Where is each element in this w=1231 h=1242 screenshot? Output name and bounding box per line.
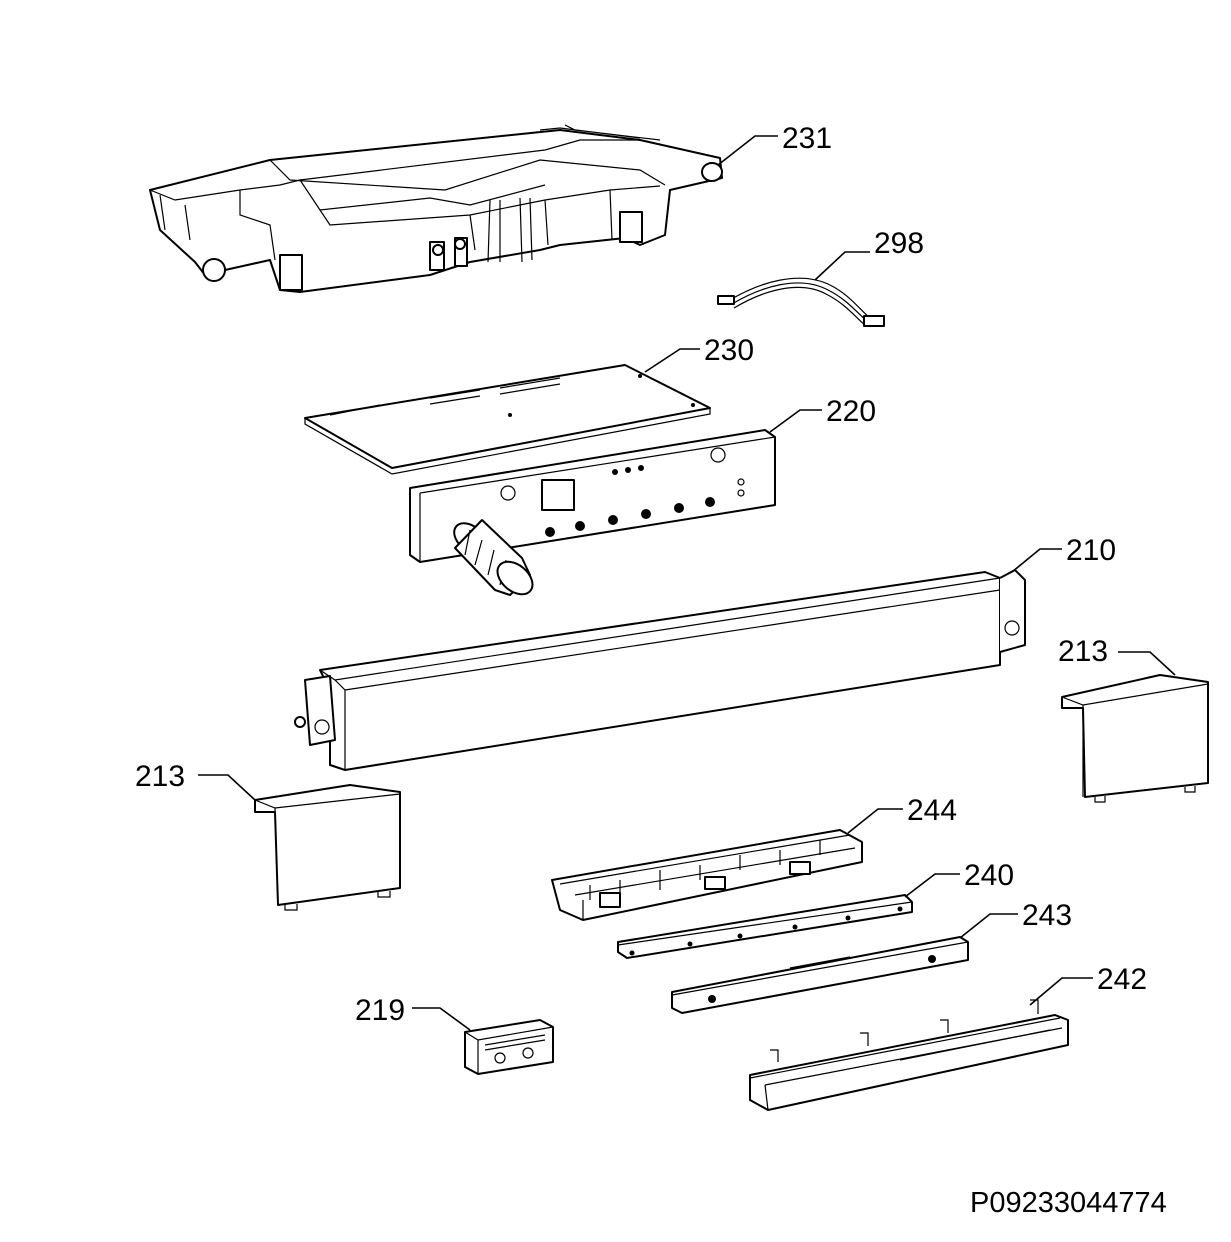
callout-210: 210 (1011, 534, 1116, 573)
label-231: 231 (782, 122, 832, 155)
label-242: 242 (1097, 963, 1147, 996)
part-213-right-cap (1061, 674, 1209, 803)
part-240-led-strip (617, 894, 913, 959)
callout-243: 243 (959, 899, 1072, 939)
label-240: 240 (964, 859, 1014, 892)
part-219-button (464, 1019, 554, 1075)
part-213-left-cap (254, 784, 401, 911)
callout-242: 242 (1029, 963, 1147, 1006)
callout-240: 240 (904, 859, 1014, 898)
part-243-display-window (671, 936, 969, 1014)
callout-298: 298 (814, 227, 924, 281)
part-244-button-carrier (551, 829, 863, 921)
callout-213-left: 213 (135, 760, 256, 801)
drawing-reference-number: P09233044774 (970, 1187, 1167, 1219)
part-230-board (304, 364, 711, 475)
part-298-harness (717, 277, 885, 327)
label-243: 243 (1022, 899, 1072, 932)
label-213-right: 213 (1058, 635, 1108, 668)
label-230: 230 (704, 334, 754, 367)
callout-220: 220 (769, 395, 876, 433)
label-220: 220 (826, 395, 876, 428)
label-298: 298 (874, 227, 924, 260)
label-244: 244 (907, 794, 957, 827)
part-210-front-bar (294, 569, 1026, 771)
knob (453, 519, 534, 596)
part-242-lower-trim (749, 999, 1069, 1111)
label-213-left: 213 (135, 760, 185, 793)
part-231-frame (149, 124, 723, 293)
callout-231: 231 (717, 122, 832, 166)
callout-213-right: 213 (1058, 635, 1176, 676)
part-220-control-panel (409, 429, 776, 596)
callout-230: 230 (644, 334, 754, 373)
label-219: 219 (355, 994, 405, 1027)
callout-219: 219 (355, 994, 471, 1031)
callout-244: 244 (847, 794, 957, 834)
label-210: 210 (1066, 534, 1116, 567)
